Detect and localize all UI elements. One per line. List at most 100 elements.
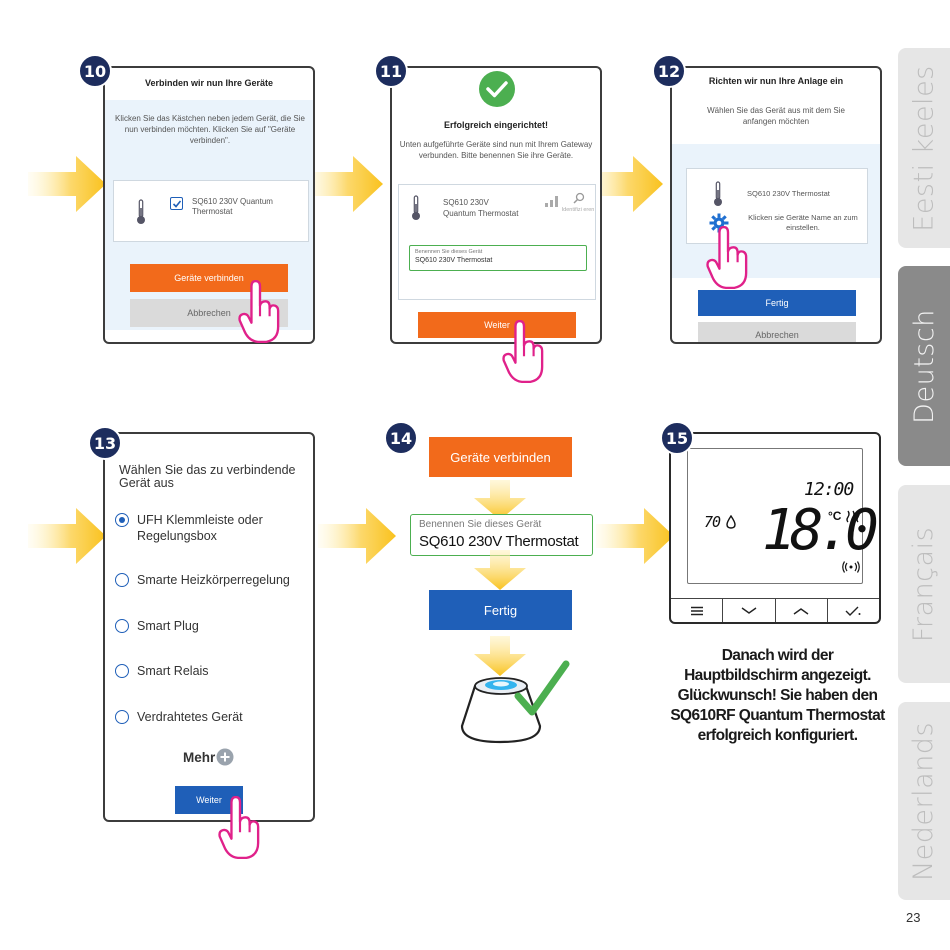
cancel-button[interactable]: Abbrechen (698, 322, 856, 342)
radio-button[interactable] (115, 664, 129, 678)
option-smart-trv[interactable]: Smarte Heizkörperregelung (115, 572, 305, 588)
device-card[interactable]: SQ610 230V Quantum Thermostat Identifizi… (398, 184, 596, 300)
connect-devices-button[interactable]: Geräte verbinden (130, 264, 288, 292)
thermostat-buttons (671, 598, 879, 622)
arrow-down-icon (474, 480, 526, 520)
device-name: SQ610 230V Quantum Thermostat (192, 197, 273, 217)
step-badge-10: 10 (78, 54, 112, 88)
down-button[interactable] (723, 599, 776, 622)
arrow-right-icon (305, 156, 383, 212)
plus-circle-icon (216, 748, 234, 766)
phone-screen-step-12: Richten wir nun Ihre Anlage ein Wählen S… (670, 66, 882, 344)
tab-francais[interactable]: Français (898, 485, 950, 683)
more-link[interactable]: Mehr (183, 748, 234, 766)
caption-line: Glückwunsch! Sie haben den (677, 687, 878, 704)
option-wired-device[interactable]: Verdrahtetes Gerät (115, 709, 305, 725)
chevron-down-icon (741, 606, 757, 614)
gateway-device-icon (460, 660, 570, 744)
device-card[interactable]: SQ610 230V Thermostat Klicken sie Geräte… (686, 168, 868, 244)
caption-line: Hauptbildschirm angezeigt. (684, 667, 871, 684)
checkmark-icon (845, 606, 861, 616)
option-ufh[interactable]: UFH Klemmleiste oder Regelungsbox (115, 512, 295, 544)
caption-line: SQ610RF Quantum Thermostat (670, 707, 885, 724)
phone-screen-step-11: Erfolgreich eingerichtet! Unten aufgefüh… (390, 66, 602, 344)
clock-readout: 12:00 (804, 479, 854, 500)
device-name-field[interactable]: Benennen Sie dieses Gerät SQ610 230V The… (410, 514, 593, 556)
instruction-text: Wählen Sie das Gerät aus mit dem Sie anf… (707, 106, 845, 126)
step-badge-11: 11 (374, 54, 408, 88)
option-smart-plug[interactable]: Smart Plug (115, 618, 305, 634)
hand-pointer-icon (706, 226, 750, 290)
thermometer-icon (136, 199, 146, 225)
tab-label: Français (908, 526, 940, 642)
arrow-right-icon (28, 508, 106, 564)
connect-devices-button[interactable]: Geräte verbinden (429, 437, 572, 477)
device-checkbox[interactable] (170, 197, 183, 210)
signal-strength-icon (545, 196, 558, 207)
up-button[interactable] (776, 599, 828, 622)
arrow-right-icon (596, 508, 674, 564)
field-label: Benennen Sie dieses Gerät (419, 519, 542, 530)
radio-button[interactable] (115, 710, 129, 724)
thermostat-device: 12:00 70 18.0 °C (669, 432, 881, 624)
option-label: Smart Plug (137, 619, 199, 633)
tab-eesti-keeles[interactable]: Eesti keeles (898, 48, 950, 248)
heating-waves-icon (846, 510, 860, 523)
thermostat-display: 12:00 70 18.0 °C (687, 448, 879, 584)
radio-button[interactable] (115, 513, 129, 527)
tab-label: Deutsch (908, 308, 940, 424)
step-badge-13: 13 (88, 426, 122, 460)
menu-icon (690, 606, 703, 615)
arrow-right-icon (585, 156, 663, 212)
caption-line: erfolgreich konfiguriert. (697, 727, 858, 744)
page-number: 23 (906, 910, 921, 925)
option-label: Smarte Heizkörperregelung (137, 573, 290, 587)
hand-pointer-icon (218, 796, 262, 860)
arrow-down-icon (474, 550, 526, 590)
chevron-up-icon (793, 607, 809, 615)
field-label: Benennen Sie dieses Gerät (415, 249, 483, 255)
tab-deutsch[interactable]: Deutsch (898, 266, 950, 466)
menu-button[interactable] (671, 599, 724, 622)
arrow-down-icon (474, 636, 526, 676)
finish-button[interactable]: Fertig (429, 590, 572, 630)
hand-pointer-icon (238, 280, 282, 344)
caption-line: Danach wird der (721, 647, 834, 664)
option-smart-relay[interactable]: Smart Relais (115, 663, 305, 679)
instruction-text: Klicken Sie das Kästchen neben jedem Ger… (115, 114, 305, 145)
identify-label: Identifizi eren (561, 207, 595, 213)
thermometer-icon (713, 181, 723, 207)
success-title: Erfolgreich eingerichtet! (443, 120, 549, 130)
step-badge-14: 14 (384, 421, 418, 455)
thermometer-icon (411, 195, 421, 221)
screen-title: Wählen Sie das zu verbindende Gerät aus (119, 463, 296, 490)
option-label: Smart Relais (137, 664, 209, 678)
radio-button[interactable] (115, 619, 129, 633)
temperature-unit: °C (828, 509, 842, 523)
phone-screen-step-10: Verbinden wir nun Ihre Geräte Klicken Si… (103, 66, 315, 344)
tab-label: Nederlands (908, 721, 940, 881)
finish-button[interactable]: Fertig (698, 290, 856, 316)
tab-label: Eesti keeles (908, 64, 940, 232)
radio-button[interactable] (115, 573, 129, 587)
hand-pointer-icon (502, 320, 546, 384)
instruction-text: Unten aufgeführte Geräte sind nun mit Ih… (399, 140, 593, 160)
option-label: Verdrahtetes Gerät (137, 710, 243, 724)
checkmark-icon (172, 199, 181, 208)
field-value: SQ610 230V Thermostat (415, 257, 493, 264)
arrow-right-icon (318, 508, 396, 564)
device-name-field[interactable]: Benennen Sie dieses Gerät SQ610 230V The… (409, 245, 587, 271)
next-button[interactable]: Weiter (418, 312, 576, 338)
success-check-icon (479, 71, 515, 107)
hint-text: Klicken sie Geräte Name an zum einstelle… (748, 213, 858, 233)
device-name[interactable]: SQ610 230V Thermostat (747, 189, 830, 198)
device-name: SQ610 230V Quantum Thermostat (443, 198, 519, 219)
magnifier-icon[interactable] (573, 192, 585, 204)
confirm-button[interactable] (828, 599, 879, 622)
device-card[interactable]: SQ610 230V Quantum Thermostat (113, 180, 309, 242)
field-value: SQ610 230V Thermostat (419, 533, 579, 550)
phone-screen-step-13: Wählen Sie das zu verbindende Gerät aus … (103, 432, 315, 822)
temperature-readout: 18.0 (762, 498, 879, 563)
tab-nederlands[interactable]: Nederlands (898, 702, 950, 900)
step-badge-15: 15 (660, 421, 694, 455)
